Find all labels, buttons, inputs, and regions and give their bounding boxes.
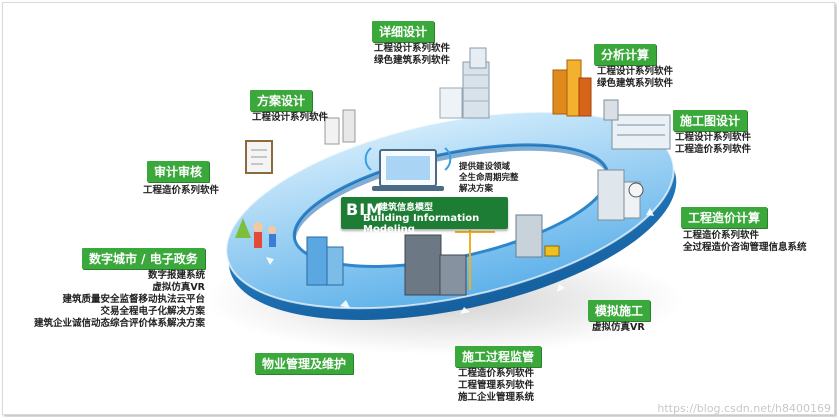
stage-simulation-label: 模拟施工	[588, 300, 651, 321]
stage-detailed-design-items: 工程设计系列软件 绿色建筑系列软件	[374, 43, 450, 67]
stage-item: 虚拟仿真VR	[152, 282, 205, 293]
stage-item: 虚拟仿真VR	[592, 322, 645, 333]
laptop-center	[364, 147, 452, 191]
building-construction-drawing	[603, 99, 671, 150]
clipboard-audit	[245, 140, 273, 174]
stage-property-management-label: 物业管理及维护	[255, 353, 354, 374]
stage-cost-calculation-label: 工程造价计算	[681, 207, 768, 228]
stage-item: 绿色建筑系列软件	[374, 55, 451, 66]
stage-item: 工程造价系列软件	[683, 230, 760, 241]
stage-item: 工程造价系列软件	[143, 185, 220, 196]
bim-letters: BIM	[346, 200, 384, 219]
building-simulation	[515, 214, 560, 258]
bim-title: 建筑信息模型	[379, 203, 434, 213]
stage-supervision-label: 施工过程监管	[455, 346, 542, 367]
center-line: 解决方案	[459, 184, 494, 194]
people-audit	[235, 218, 276, 248]
stage-item: 建筑企业诚信动态综合评价体系解决方案	[33, 318, 205, 329]
stage-item: 施工企业管理系统	[458, 392, 535, 403]
stage-item: 数字报建系统	[147, 270, 205, 281]
watermark: https://blog.csdn.net/h8400169	[657, 402, 831, 415]
stage-scheme-design-items: 工程设计系列软件	[252, 112, 328, 124]
stage-item: 工程造价系列软件	[675, 144, 752, 155]
center-description: 提供建设领域 全生命周期完整 解决方案	[459, 162, 519, 195]
stage-simulation-items: 虚拟仿真VR	[592, 322, 645, 334]
stage-item: 绿色建筑系列软件	[597, 78, 674, 89]
stage-digital-city-label: 数字城市 / 电子政务	[82, 248, 205, 269]
stage-item: 工程设计系列软件	[675, 132, 752, 143]
stage-item: 工程设计系列软件	[252, 112, 329, 123]
bim-box: BIM 建筑信息模型 Building Information Modeling	[341, 197, 508, 235]
center-line: 全生命周期完整	[459, 173, 519, 183]
stage-analysis-label: 分析计算	[594, 44, 657, 65]
stage-cost-calculation-items: 工程造价系列软件 全过程造价咨询管理信息系统	[683, 230, 807, 254]
stage-item: 工程造价系列软件	[458, 368, 535, 379]
building-supervision	[404, 230, 495, 296]
building-analysis	[552, 59, 592, 117]
stage-item: 工程管理系列软件	[458, 380, 535, 391]
building-detailed-design	[439, 47, 490, 119]
stage-item: 建筑质量安全监督移动执法云平台	[62, 294, 205, 305]
stage-digital-city-items: 数字报建系统 虚拟仿真VR 建筑质量安全监督移动执法云平台 交易全程电子化解决方…	[34, 270, 205, 330]
stage-analysis-items: 工程设计系列软件 绿色建筑系列软件	[597, 66, 673, 90]
stage-detailed-design-label: 详细设计	[372, 21, 435, 42]
stage-audit-label: 审计审核	[147, 161, 210, 182]
bim-english: Building Information Modeling	[363, 213, 480, 235]
stage-item: 工程设计系列软件	[597, 66, 674, 77]
center-line: 提供建设领域	[459, 162, 511, 172]
stage-construction-drawing-items: 工程设计系列软件 工程造价系列软件	[675, 132, 751, 156]
stage-item: 交易全程电子化解决方案	[100, 306, 205, 317]
stage-construction-drawing-label: 施工图设计	[673, 110, 748, 131]
models-scheme-design	[324, 109, 356, 145]
building-cost-calculation	[597, 169, 644, 221]
stage-item: 工程设计系列软件	[374, 43, 451, 54]
building-property-management	[306, 236, 344, 286]
stage-item: 全过程造价咨询管理信息系统	[683, 242, 807, 253]
stage-scheme-design-label: 方案设计	[250, 90, 313, 111]
stage-supervision-items: 工程造价系列软件 工程管理系列软件 施工企业管理系统	[458, 368, 534, 404]
stage-audit-items: 工程造价系列软件	[143, 185, 219, 197]
